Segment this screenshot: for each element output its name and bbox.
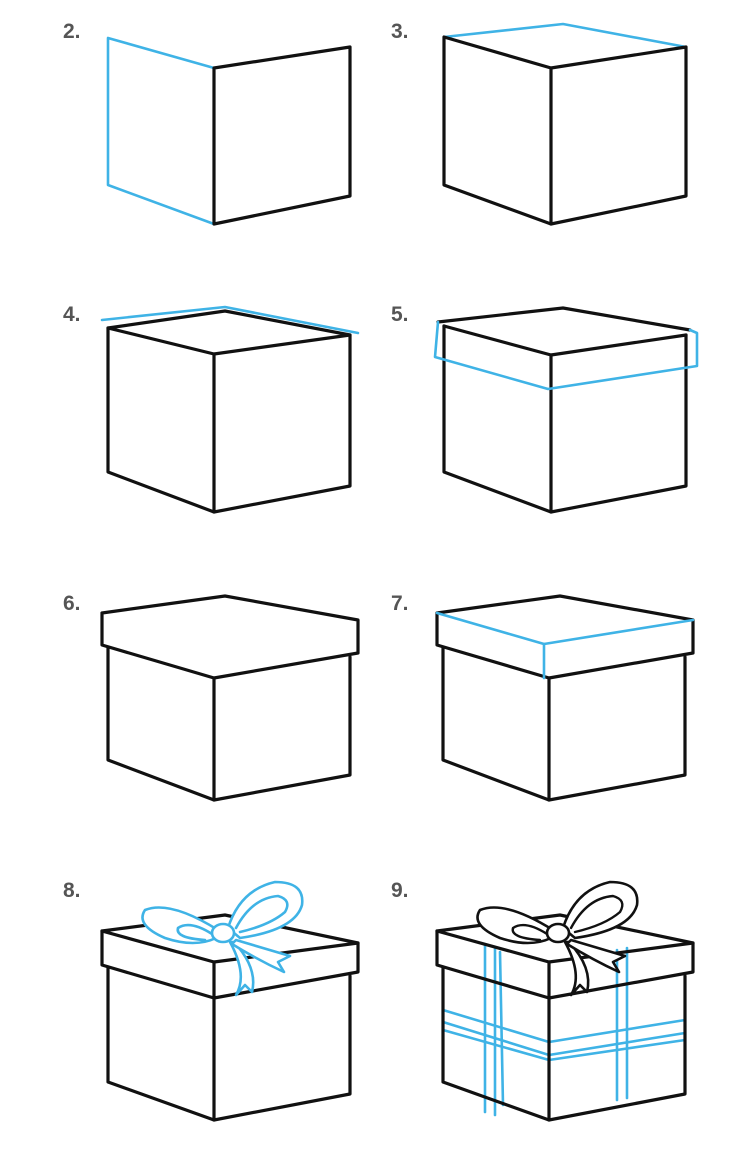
step-6-drawing (100, 594, 360, 802)
bow-icon (141, 880, 304, 997)
step-9-drawing (435, 880, 695, 1122)
step-3-drawing (442, 22, 688, 226)
step-8-drawing (100, 880, 360, 1122)
step-label-6: 6. (63, 592, 81, 615)
step-7-drawing (435, 594, 695, 802)
step-label-7: 7. (391, 592, 409, 615)
step-label-8: 8. (63, 879, 81, 902)
step-label-9: 9. (391, 879, 409, 902)
step-label-2: 2. (63, 20, 81, 43)
step-label-3: 3. (391, 20, 409, 43)
step-2-drawing (106, 36, 352, 226)
step-5-drawing (433, 306, 699, 514)
step-label-5: 5. (391, 303, 409, 326)
step-label-4: 4. (63, 303, 81, 326)
step-4-drawing (100, 305, 360, 514)
bow-icon (476, 880, 639, 997)
